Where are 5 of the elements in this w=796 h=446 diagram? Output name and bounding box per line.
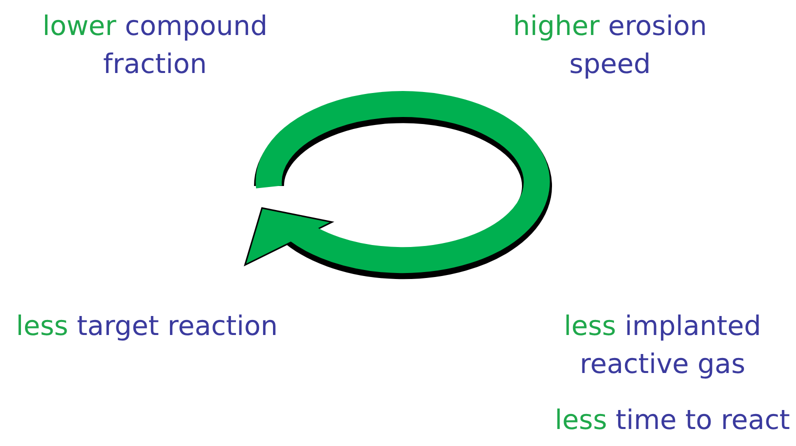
cycle-step-label: less time to react (554, 404, 790, 438)
cycle-step-label: less target reaction (16, 310, 279, 344)
cycle-step-label: lower compound fraction (41, 10, 269, 82)
cycle-step-label: higher erosion speed (512, 10, 708, 82)
cycle-step-label: less implanted reactive gas (562, 310, 762, 382)
